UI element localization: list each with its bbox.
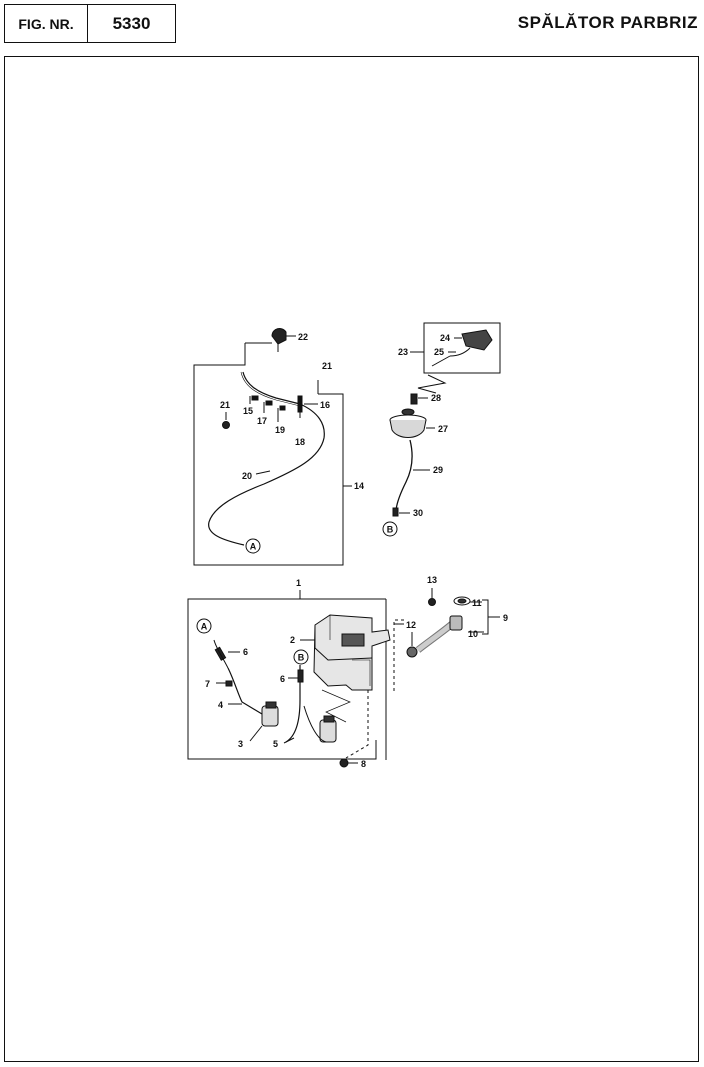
callout-21-left: 21	[220, 400, 230, 410]
bolt-part-8	[339, 758, 358, 768]
callout-11: 11	[472, 598, 482, 608]
callout-28: 28	[431, 393, 441, 403]
reservoir-group	[187, 590, 391, 760]
figure-number-box: FIG. NR. 5330	[4, 4, 176, 43]
connector-a-top-label: A	[250, 542, 257, 552]
connector-b-bottom	[293, 649, 309, 665]
washer-nozzle-part-22	[271, 328, 287, 352]
callout-20: 20	[242, 471, 252, 481]
callout-30: 30	[413, 508, 423, 518]
callout-2: 2	[290, 635, 295, 645]
callout-23: 23	[398, 347, 408, 357]
nut-part-21	[222, 421, 230, 429]
connector-a-top	[245, 538, 261, 554]
callout-1: 1	[296, 578, 301, 588]
callout-3: 3	[238, 739, 243, 749]
connector-b-top	[382, 521, 398, 537]
callout-25: 25	[434, 347, 444, 357]
callout-6-right: 6	[280, 674, 285, 684]
callout-12: 12	[406, 620, 416, 630]
figure-number-value: 5330	[112, 13, 151, 33]
callout-4: 4	[218, 700, 223, 710]
callout-19: 19	[275, 425, 285, 435]
connector-a-bottom	[196, 618, 212, 634]
filler-neck-group	[393, 588, 500, 694]
callout-9: 9	[503, 613, 508, 623]
callout-21-top: 21	[322, 361, 332, 371]
callout-17: 17	[257, 416, 267, 426]
callout-7: 7	[205, 679, 210, 689]
callout-10: 10	[468, 629, 478, 639]
connector-b-bottom-label: B	[298, 653, 305, 663]
callout-5: 5	[273, 739, 278, 749]
hose-assembly-group	[193, 335, 352, 566]
callout-8: 8	[361, 759, 366, 769]
callout-18: 18	[295, 437, 305, 447]
connector-b-top-label: B	[387, 525, 394, 535]
callout-6-left: 6	[243, 647, 248, 657]
figure-number-label: FIG. NR.	[5, 5, 88, 42]
diagram-frame	[4, 56, 699, 1062]
callout-13: 13	[427, 575, 437, 585]
callout-24: 24	[440, 333, 450, 343]
callout-29: 29	[433, 465, 443, 475]
callout-15: 15	[243, 406, 253, 416]
callout-14: 14	[354, 481, 364, 491]
connector-a-bottom-label: A	[201, 622, 208, 632]
callout-22: 22	[298, 332, 308, 342]
page-title: SPĂLĂTOR PARBRIZ	[517, 13, 698, 32]
tank-cap-group	[389, 322, 501, 517]
callout-16: 16	[320, 400, 330, 410]
callout-27: 27	[438, 424, 448, 434]
